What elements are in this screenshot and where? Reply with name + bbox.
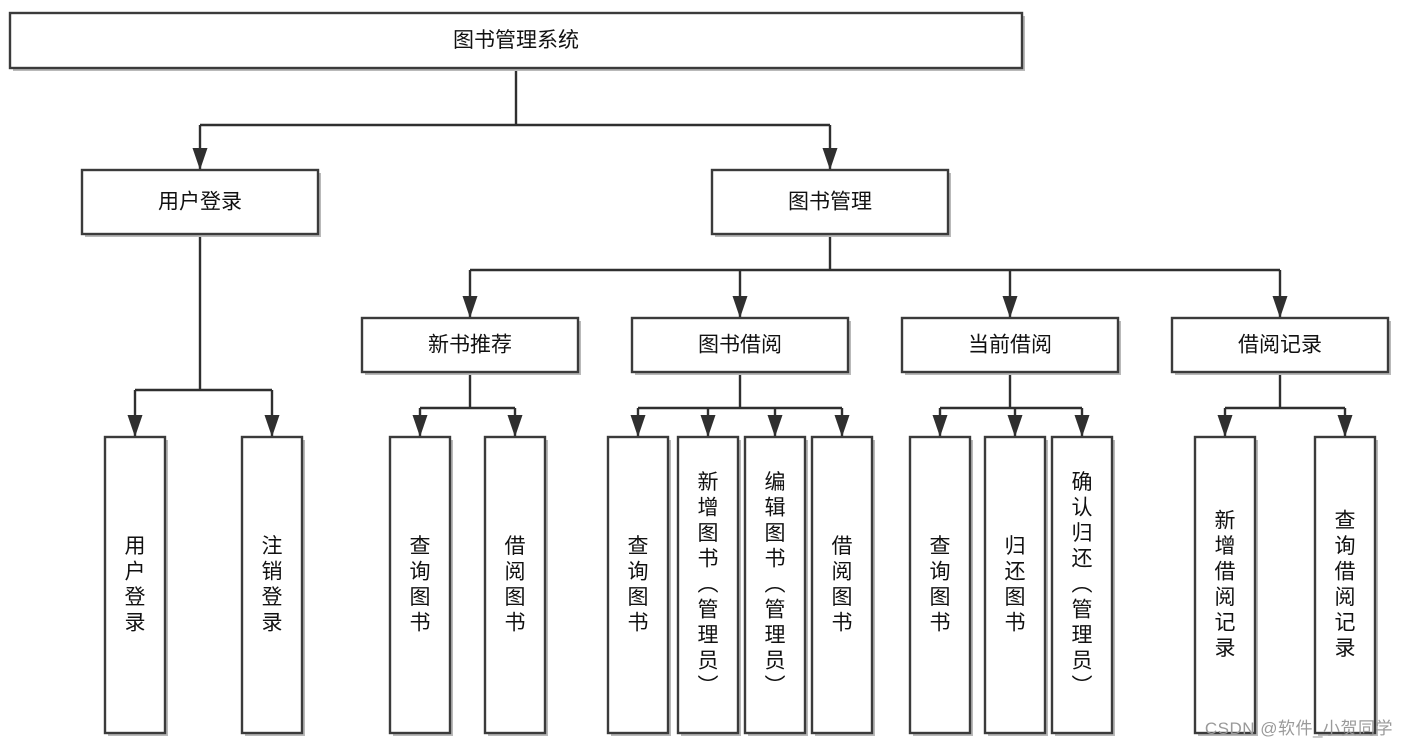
node-leaf-6[interactable]: 编辑图书︵管理员︶ [743, 435, 808, 736]
arrow-head-icon [732, 296, 748, 318]
node-level1-1[interactable]: 图书管理 [710, 168, 951, 237]
arrow-head-icon [1272, 296, 1288, 318]
node-leaf-5[interactable]: 新增图书︵管理员︶ [676, 435, 741, 736]
node-level2-1[interactable]: 图书借阅 [630, 316, 851, 375]
arrow-head-icon [264, 415, 280, 437]
arrow-head-icon [1217, 415, 1233, 437]
node-leaf-12[interactable]: 查询借阅记录 [1313, 435, 1378, 736]
node-leaf-7[interactable]: 借阅图书 [810, 435, 875, 736]
node-label: 图书管理 [788, 191, 872, 214]
arrow-head-icon [822, 148, 838, 170]
arrow-head-icon [412, 415, 428, 437]
arrow-head-icon [127, 415, 143, 437]
node-label: 编辑图书︵管理员︶ [765, 471, 786, 698]
arrow-head-icon [630, 415, 646, 437]
node-label: 确认归还︵管理员︶ [1072, 471, 1093, 698]
node-label: 查询图书 [930, 534, 951, 634]
arrow-head-icon [1074, 415, 1090, 437]
node-label: 新增借阅记录 [1215, 509, 1236, 660]
node-label: 当前借阅 [968, 334, 1052, 357]
node-level2-0[interactable]: 新书推荐 [360, 316, 581, 375]
arrow-head-icon [462, 296, 478, 318]
node-leaf-2[interactable]: 查询图书 [388, 435, 453, 736]
node-label: 查询图书 [410, 534, 431, 634]
node-leaf-0[interactable]: 用户登录 [103, 435, 168, 736]
node-leaf-11[interactable]: 新增借阅记录 [1193, 435, 1258, 736]
node-label: 查询图书 [628, 534, 649, 634]
node-leaf-4[interactable]: 查询图书 [606, 435, 671, 736]
node-label: 借阅图书 [832, 534, 853, 634]
nodes-layer: 图书管理系统用户登录图书管理新书推荐图书借阅当前借阅借阅记录用户登录注销登录查询… [8, 11, 1391, 736]
node-label: 借阅图书 [505, 534, 526, 634]
node-level2-3[interactable]: 借阅记录 [1170, 316, 1391, 375]
node-label: 新增图书︵管理员︶ [698, 471, 719, 698]
node-label: 用户登录 [125, 534, 146, 634]
arrow-head-icon [700, 415, 716, 437]
node-label: 查询借阅记录 [1335, 509, 1356, 660]
node-label: 新书推荐 [428, 334, 512, 357]
arrow-head-icon [192, 148, 208, 170]
node-level2-2[interactable]: 当前借阅 [900, 316, 1121, 375]
arrow-head-icon [1007, 415, 1023, 437]
node-level1-0[interactable]: 用户登录 [80, 168, 321, 237]
edges-layer [127, 68, 1353, 437]
node-label: 用户登录 [158, 191, 242, 214]
node-leaf-9[interactable]: 归还图书 [983, 435, 1048, 736]
node-label: 注销登录 [262, 534, 283, 634]
node-label: 借阅记录 [1238, 334, 1322, 357]
node-leaf-10[interactable]: 确认归还︵管理员︶ [1050, 435, 1115, 736]
node-leaf-8[interactable]: 查询图书 [908, 435, 973, 736]
arrow-head-icon [834, 415, 850, 437]
node-label: 图书借阅 [698, 334, 782, 357]
node-label: 图书管理系统 [453, 29, 579, 52]
arrow-head-icon [1002, 296, 1018, 318]
arrow-head-icon [767, 415, 783, 437]
arrow-head-icon [932, 415, 948, 437]
node-leaf-1[interactable]: 注销登录 [240, 435, 305, 736]
arrow-head-icon [507, 415, 523, 437]
node-leaf-3[interactable]: 借阅图书 [483, 435, 548, 736]
node-root-system[interactable]: 图书管理系统 [8, 11, 1025, 71]
node-label: 归还图书 [1005, 534, 1026, 634]
arrow-head-icon [1337, 415, 1353, 437]
